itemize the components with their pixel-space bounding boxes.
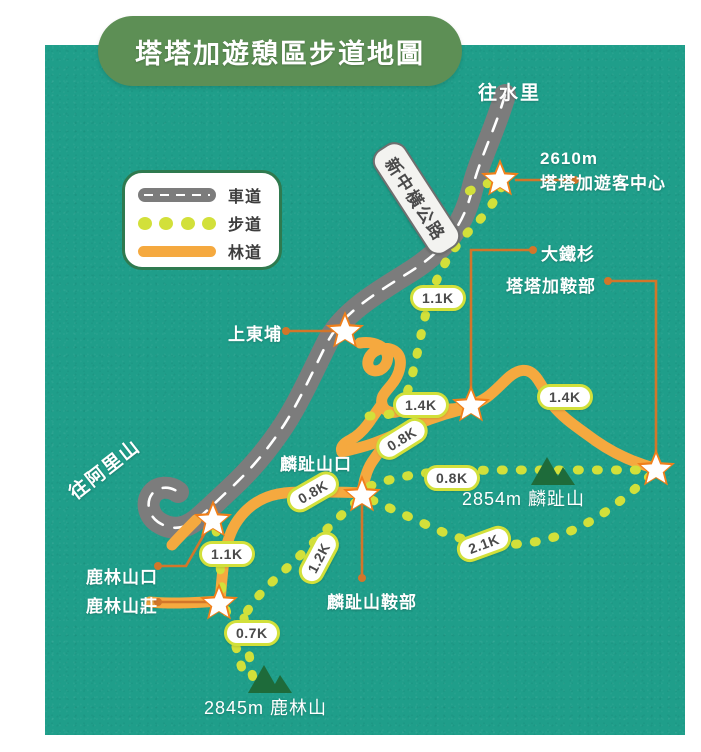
direction-label-to-shuili: 往水里 bbox=[478, 83, 542, 104]
elevation-tataka-visitor-center: 2610m bbox=[540, 149, 598, 168]
dist-0-7k-lulin-mtn: 0.7K bbox=[224, 620, 280, 647]
star-shangdongpu bbox=[325, 310, 365, 350]
vehicle-road-path bbox=[137, 84, 516, 539]
peak-label-lulin-mountain: 2845m 鹿林山 bbox=[204, 698, 328, 718]
legend-item-vehicle-road: 車道 bbox=[125, 181, 279, 209]
legend-item-forest-road: 林道 bbox=[125, 237, 279, 265]
place-name-tataka-visitor-center: 塔塔加遊客中心 bbox=[540, 173, 666, 193]
legend-label-hiking-trail: 步道 bbox=[228, 217, 263, 234]
dotted-trail-icon bbox=[138, 216, 216, 230]
star-tataka-visitor-center bbox=[480, 158, 520, 198]
place-label-linzhi-saddle: 麟趾山鞍部 bbox=[327, 593, 417, 612]
place-label-big-hemlock: 大鐵杉 bbox=[541, 245, 595, 264]
label-leader-lines bbox=[154, 176, 658, 606]
star-big-hemlock bbox=[451, 384, 491, 424]
dist-1-1k-lulin-pass: 1.1K bbox=[199, 541, 255, 568]
place-label-tataka-saddle: 塔塔加鞍部 bbox=[506, 277, 596, 296]
dist-1-4k-saddle: 1.4K bbox=[537, 384, 593, 411]
place-label-lulin-lodge: 鹿林山莊 bbox=[86, 597, 158, 616]
place-label-linzhi-mountain-pass: 麟趾山口 bbox=[280, 455, 352, 474]
star-tataka-saddle bbox=[636, 448, 676, 488]
dist-0-8k-linzhi-east: 0.8K bbox=[424, 465, 480, 492]
legend-label-forest-road: 林道 bbox=[228, 245, 263, 262]
legend: 車道 步道 林道 bbox=[122, 170, 282, 270]
road-dashed-line-icon bbox=[138, 188, 216, 202]
star-linzhi-pass bbox=[342, 474, 382, 514]
legend-item-hiking-trail: 步道 bbox=[125, 209, 279, 237]
place-label-lulin-pass: 鹿林山口 bbox=[86, 568, 158, 587]
star-lulin-pass bbox=[193, 499, 233, 539]
solid-forest-road-icon bbox=[138, 246, 216, 257]
mountain-peak-icon-linzhi-mountain bbox=[523, 455, 579, 494]
legend-label-vehicle-road: 車道 bbox=[228, 189, 263, 206]
hiking-trail-path bbox=[211, 178, 657, 683]
dist-1-4k-shangdongpu: 1.4K bbox=[393, 392, 449, 419]
page-title: 塔塔加遊憩區步道地圖 bbox=[98, 16, 462, 86]
star-lulin-lodge bbox=[199, 582, 239, 622]
dist-1-1k-visitor-center: 1.1K bbox=[410, 285, 466, 312]
place-label-tataka-visitor-center: 2610m 塔塔加遊客中心 bbox=[540, 147, 666, 196]
peak-label-linzhi-mountain: 2854m 麟趾山 bbox=[462, 489, 586, 509]
mountain-peak-icon-lulin-mountain bbox=[240, 663, 296, 702]
place-label-shangdongpu: 上東埔 bbox=[228, 325, 282, 344]
page-title-text: 塔塔加遊憩區步道地圖 bbox=[135, 38, 425, 69]
